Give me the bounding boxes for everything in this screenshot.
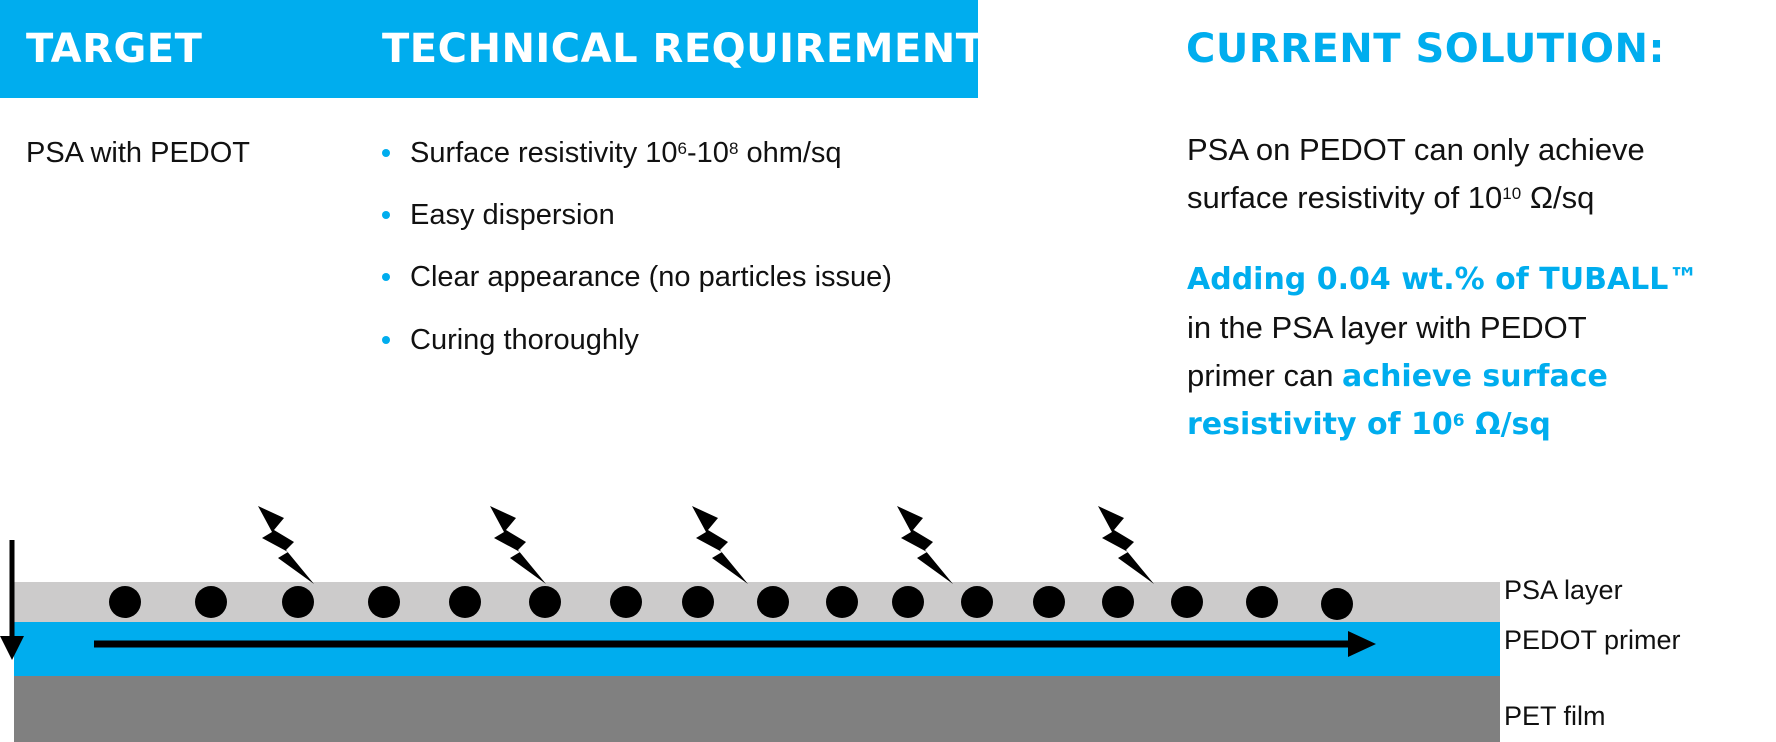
solution-highlight: Adding 0.04 wt.% of TUBALL™ xyxy=(1187,262,1699,297)
solution-highlight: Ω/sq xyxy=(1464,407,1551,442)
cnt-particle xyxy=(961,586,993,618)
header-technical-requirement: TECHNICAL REQUIREMENT xyxy=(382,26,984,72)
cnt-particle xyxy=(757,586,789,618)
solution-line: in the PSA layer with PEDOT xyxy=(1187,310,1587,345)
solution-text: Ω/sq xyxy=(1521,180,1595,215)
cnt-particle xyxy=(892,586,924,618)
pet-layer xyxy=(14,676,1500,742)
requirement-text: -10 xyxy=(687,137,729,169)
requirement-text: Curing thoroughly xyxy=(410,324,639,356)
superscript: 6 xyxy=(677,139,688,158)
cnt-particle xyxy=(282,586,314,618)
superscript: 8 xyxy=(728,139,739,158)
cnt-particle xyxy=(682,586,714,618)
cnt-particle xyxy=(1171,586,1203,618)
cnt-particle xyxy=(1102,586,1134,618)
requirement-text: Surface resistivity 10 xyxy=(410,137,678,169)
superscript: 10 xyxy=(1502,184,1522,203)
current-solution-paragraph-1: PSA on PEDOT can only achieve surface re… xyxy=(1187,126,1645,222)
requirement-item: Curing thoroughly xyxy=(382,323,892,385)
cnt-particle xyxy=(368,586,400,618)
solution-line: surface resistivity of 1010 Ω/sq xyxy=(1187,174,1645,222)
cnt-particle xyxy=(529,586,561,618)
requirement-item: Surface resistivity 106-108 ohm/sq xyxy=(382,136,892,198)
cnt-particle xyxy=(449,586,481,618)
bullet-icon xyxy=(382,336,390,344)
cnt-particle xyxy=(826,586,858,618)
requirement-text: Easy dispersion xyxy=(410,199,615,231)
lightning-bolt-icon xyxy=(490,506,546,584)
bullet-icon xyxy=(382,211,390,219)
current-solution-paragraph-2: Adding 0.04 wt.% of TUBALL™ in the PSA l… xyxy=(1187,256,1698,449)
solution-highlight: achieve surface xyxy=(1342,359,1608,394)
header-band xyxy=(0,0,978,98)
ground-arrow-icon xyxy=(0,540,24,660)
requirement-text: ohm/sq xyxy=(738,137,842,169)
lightning-bolt-icon xyxy=(258,506,314,584)
bullet-icon xyxy=(382,273,390,281)
label-pet-film: PET film xyxy=(1504,701,1606,731)
requirement-item: Clear appearance (no particles issue) xyxy=(382,260,892,323)
cnt-particle xyxy=(610,586,642,618)
label-pedot-primer: PEDOT primer xyxy=(1504,625,1681,655)
current-flow-arrow xyxy=(94,631,1376,657)
lightning-bolt-icon xyxy=(1098,506,1154,584)
solution-text: surface resistivity of 10 xyxy=(1187,180,1503,215)
superscript: 6 xyxy=(1452,411,1465,431)
bullet-icon xyxy=(382,149,390,157)
lightning-bolt-icon xyxy=(897,506,953,584)
cnt-particle xyxy=(1321,588,1353,620)
lightning-bolt-icon xyxy=(692,506,748,584)
requirement-text: Clear appearance (no particles issue) xyxy=(410,261,892,293)
requirement-item: Easy dispersion xyxy=(382,198,892,260)
label-psa-layer: PSA layer xyxy=(1504,575,1623,605)
solution-highlight-line: resistivity of 106 Ω/sq xyxy=(1187,401,1698,449)
cnt-particle xyxy=(109,586,141,618)
cnt-particle xyxy=(1033,586,1065,618)
solution-highlight: resistivity of 10 xyxy=(1187,407,1453,442)
cnt-particle xyxy=(1246,586,1278,618)
cnt-particles xyxy=(109,586,1353,620)
layer-diagram xyxy=(0,506,1500,742)
requirements-list: Surface resistivity 106-108 ohm/sq Easy … xyxy=(382,136,892,385)
pedot-layer xyxy=(14,622,1500,676)
header-current-solution: CURRENT SOLUTION: xyxy=(1186,26,1665,72)
target-text: PSA with PEDOT xyxy=(26,137,251,169)
cnt-particle xyxy=(195,586,227,618)
solution-line: PSA on PEDOT can only achieve xyxy=(1187,132,1645,167)
header-target: TARGET xyxy=(26,26,203,72)
solution-text: primer can xyxy=(1187,358,1343,393)
solution-line: primer can achieve surface xyxy=(1187,352,1698,401)
